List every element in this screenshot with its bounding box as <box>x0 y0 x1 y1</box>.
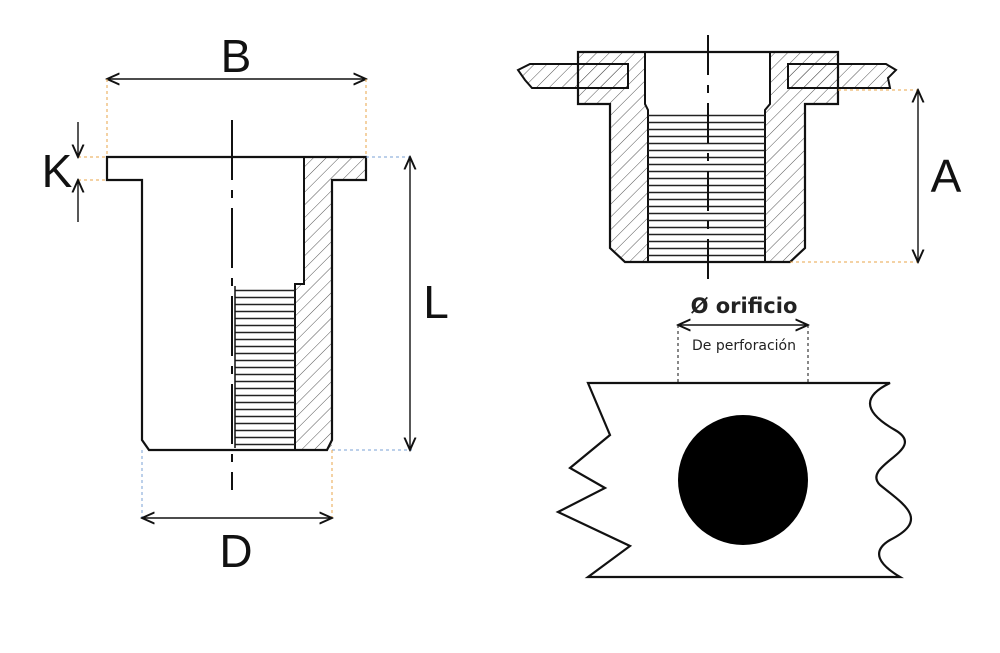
body-section-hatch <box>295 157 366 450</box>
rivet-nut-side-view: B K L D <box>42 30 449 577</box>
plate-right <box>787 63 898 89</box>
label-a: A <box>931 150 962 202</box>
label-l: L <box>423 276 449 328</box>
hole-subtitle: De perforación <box>692 338 796 354</box>
label-k: K <box>42 145 73 197</box>
thread-region <box>235 286 295 448</box>
installed-section-view: A <box>516 35 962 280</box>
label-b: B <box>221 30 252 82</box>
installed-hatch-left <box>578 52 648 262</box>
label-d: D <box>219 525 252 577</box>
installed-hatch-right <box>765 52 838 262</box>
installed-thread <box>648 112 765 260</box>
hole-title: Ø orificio <box>691 294 798 318</box>
plate-left <box>516 63 629 89</box>
rivet-nut-outline <box>105 155 368 452</box>
drill-hole <box>678 415 808 545</box>
drill-hole-view: Ø orificio De perforación <box>555 294 913 579</box>
